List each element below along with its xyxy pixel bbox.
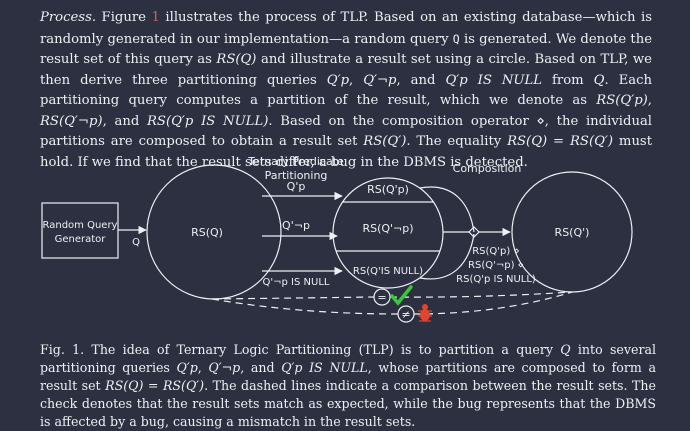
figure-reference-link[interactable]: 1 <box>151 10 160 25</box>
rs-q-not-p: RS(Q′¬p) <box>40 113 103 129</box>
dashed-comparison-notequal <box>211 298 399 315</box>
composition-diamond <box>468 226 480 238</box>
arrow-qp-label: Q'p <box>287 180 306 193</box>
text-run: must hold. If we find that the result se… <box>40 134 653 170</box>
not-equal-symbol: ≠ <box>401 308 410 321</box>
text-run: . Based on the composition operator ⋄, t… <box>40 113 653 150</box>
text-run: from <box>542 72 594 88</box>
caption-text: into several partitioning queries <box>40 342 656 375</box>
dashed-comparison-notequal-right <box>413 291 573 315</box>
composed-qp-label: RS(Q'p) ⋄ <box>472 246 520 257</box>
rs-q-prime-label: RS(Q') <box>555 226 590 239</box>
equal-symbol: = <box>377 291 386 304</box>
heading-partitioning-line1: Ternary Predicate <box>247 155 344 168</box>
caption-q-not-p: Q′¬p <box>208 360 241 375</box>
query-symbol: Q <box>452 31 460 46</box>
text-run: Figure <box>96 10 152 25</box>
composition-curve-bottom <box>419 233 475 280</box>
caption-qp: Q′p <box>176 360 198 375</box>
text-run: , and <box>396 72 446 88</box>
heading-composition: Composition <box>453 162 522 175</box>
rs-q-label: RS(Q) <box>191 226 223 239</box>
figure-caption: Fig. 1. The idea of Ternary Logic Partit… <box>40 342 656 429</box>
query-q: Q <box>593 72 605 88</box>
not-equal-circle <box>397 305 415 323</box>
dashed-comparison-equal <box>211 296 375 300</box>
composed-q-not-p-label: RS(Q'¬p) ⋄ <box>468 260 524 271</box>
query-q-not-p: Q′¬p <box>363 72 397 88</box>
process-paragraph: Process. Figure 1 illustrates the proces… <box>40 10 653 170</box>
equal-circle <box>373 288 391 306</box>
caption-text: , whose partitions are composed to form … <box>40 360 656 393</box>
dashed-comparison-equal-right <box>389 291 573 298</box>
partition-circle <box>332 177 444 289</box>
partition-qp-label: RS(Q'p) <box>367 183 409 196</box>
query-qp: Q′p <box>326 72 350 88</box>
rs-q-null: RS(Q′p IS NULL) <box>147 113 269 129</box>
rs-qp: RS(Q′p) <box>596 93 648 108</box>
caption-text: , and <box>240 360 282 375</box>
text-run: . The equality <box>406 134 508 149</box>
bug-icon <box>418 304 432 322</box>
q-label: Q <box>132 237 140 248</box>
caption-equality: RS(Q) = RS(Q′) <box>105 378 205 393</box>
text-run: is generated. We denote the result set o… <box>40 31 653 68</box>
composition-curve-top <box>419 186 475 233</box>
partition-q-not-p-label: RS(Q'¬p) <box>362 222 413 235</box>
arrow-q-null-label: Q'¬p IS NULL <box>263 277 330 288</box>
generator-label-line2: Generator <box>55 234 107 245</box>
arrow-q-not-p-label: Q'¬p <box>282 219 310 232</box>
partition-q-null-label: RS(Q'IS NULL) <box>353 266 423 277</box>
text-run: . Each partitioning query computes a par… <box>40 72 653 109</box>
equality: RS(Q) = RS(Q′) <box>507 134 614 149</box>
rs-q-prime: RS(Q′) <box>363 134 407 149</box>
check-icon <box>390 285 413 306</box>
rs-q: RS(Q) <box>216 52 257 67</box>
generator-label-line1: Random Query <box>43 220 118 231</box>
composed-q-null-label: RS(Q'p IS NULL) <box>456 274 536 285</box>
query-q-null: Q′p IS NULL <box>445 72 543 88</box>
heading-partitioning-line2: Partitioning <box>265 169 328 182</box>
caption-text: The idea of Ternary Logic Partitioning (… <box>84 342 561 357</box>
caption-q: Q <box>560 342 571 357</box>
text-run: , and <box>102 113 147 129</box>
caption-q-null: Q′p IS NULL <box>281 360 368 375</box>
text-run: illustrates the process of TLP. Based on… <box>40 10 653 47</box>
caption-prefix: Fig. 1. <box>40 342 85 357</box>
paragraph-lead: Process. <box>40 10 97 25</box>
tlp-diagram: Ternary Predicate Partitioning Compositi… <box>41 155 633 323</box>
text-run: and illustrate a result set using a circ… <box>40 52 652 88</box>
